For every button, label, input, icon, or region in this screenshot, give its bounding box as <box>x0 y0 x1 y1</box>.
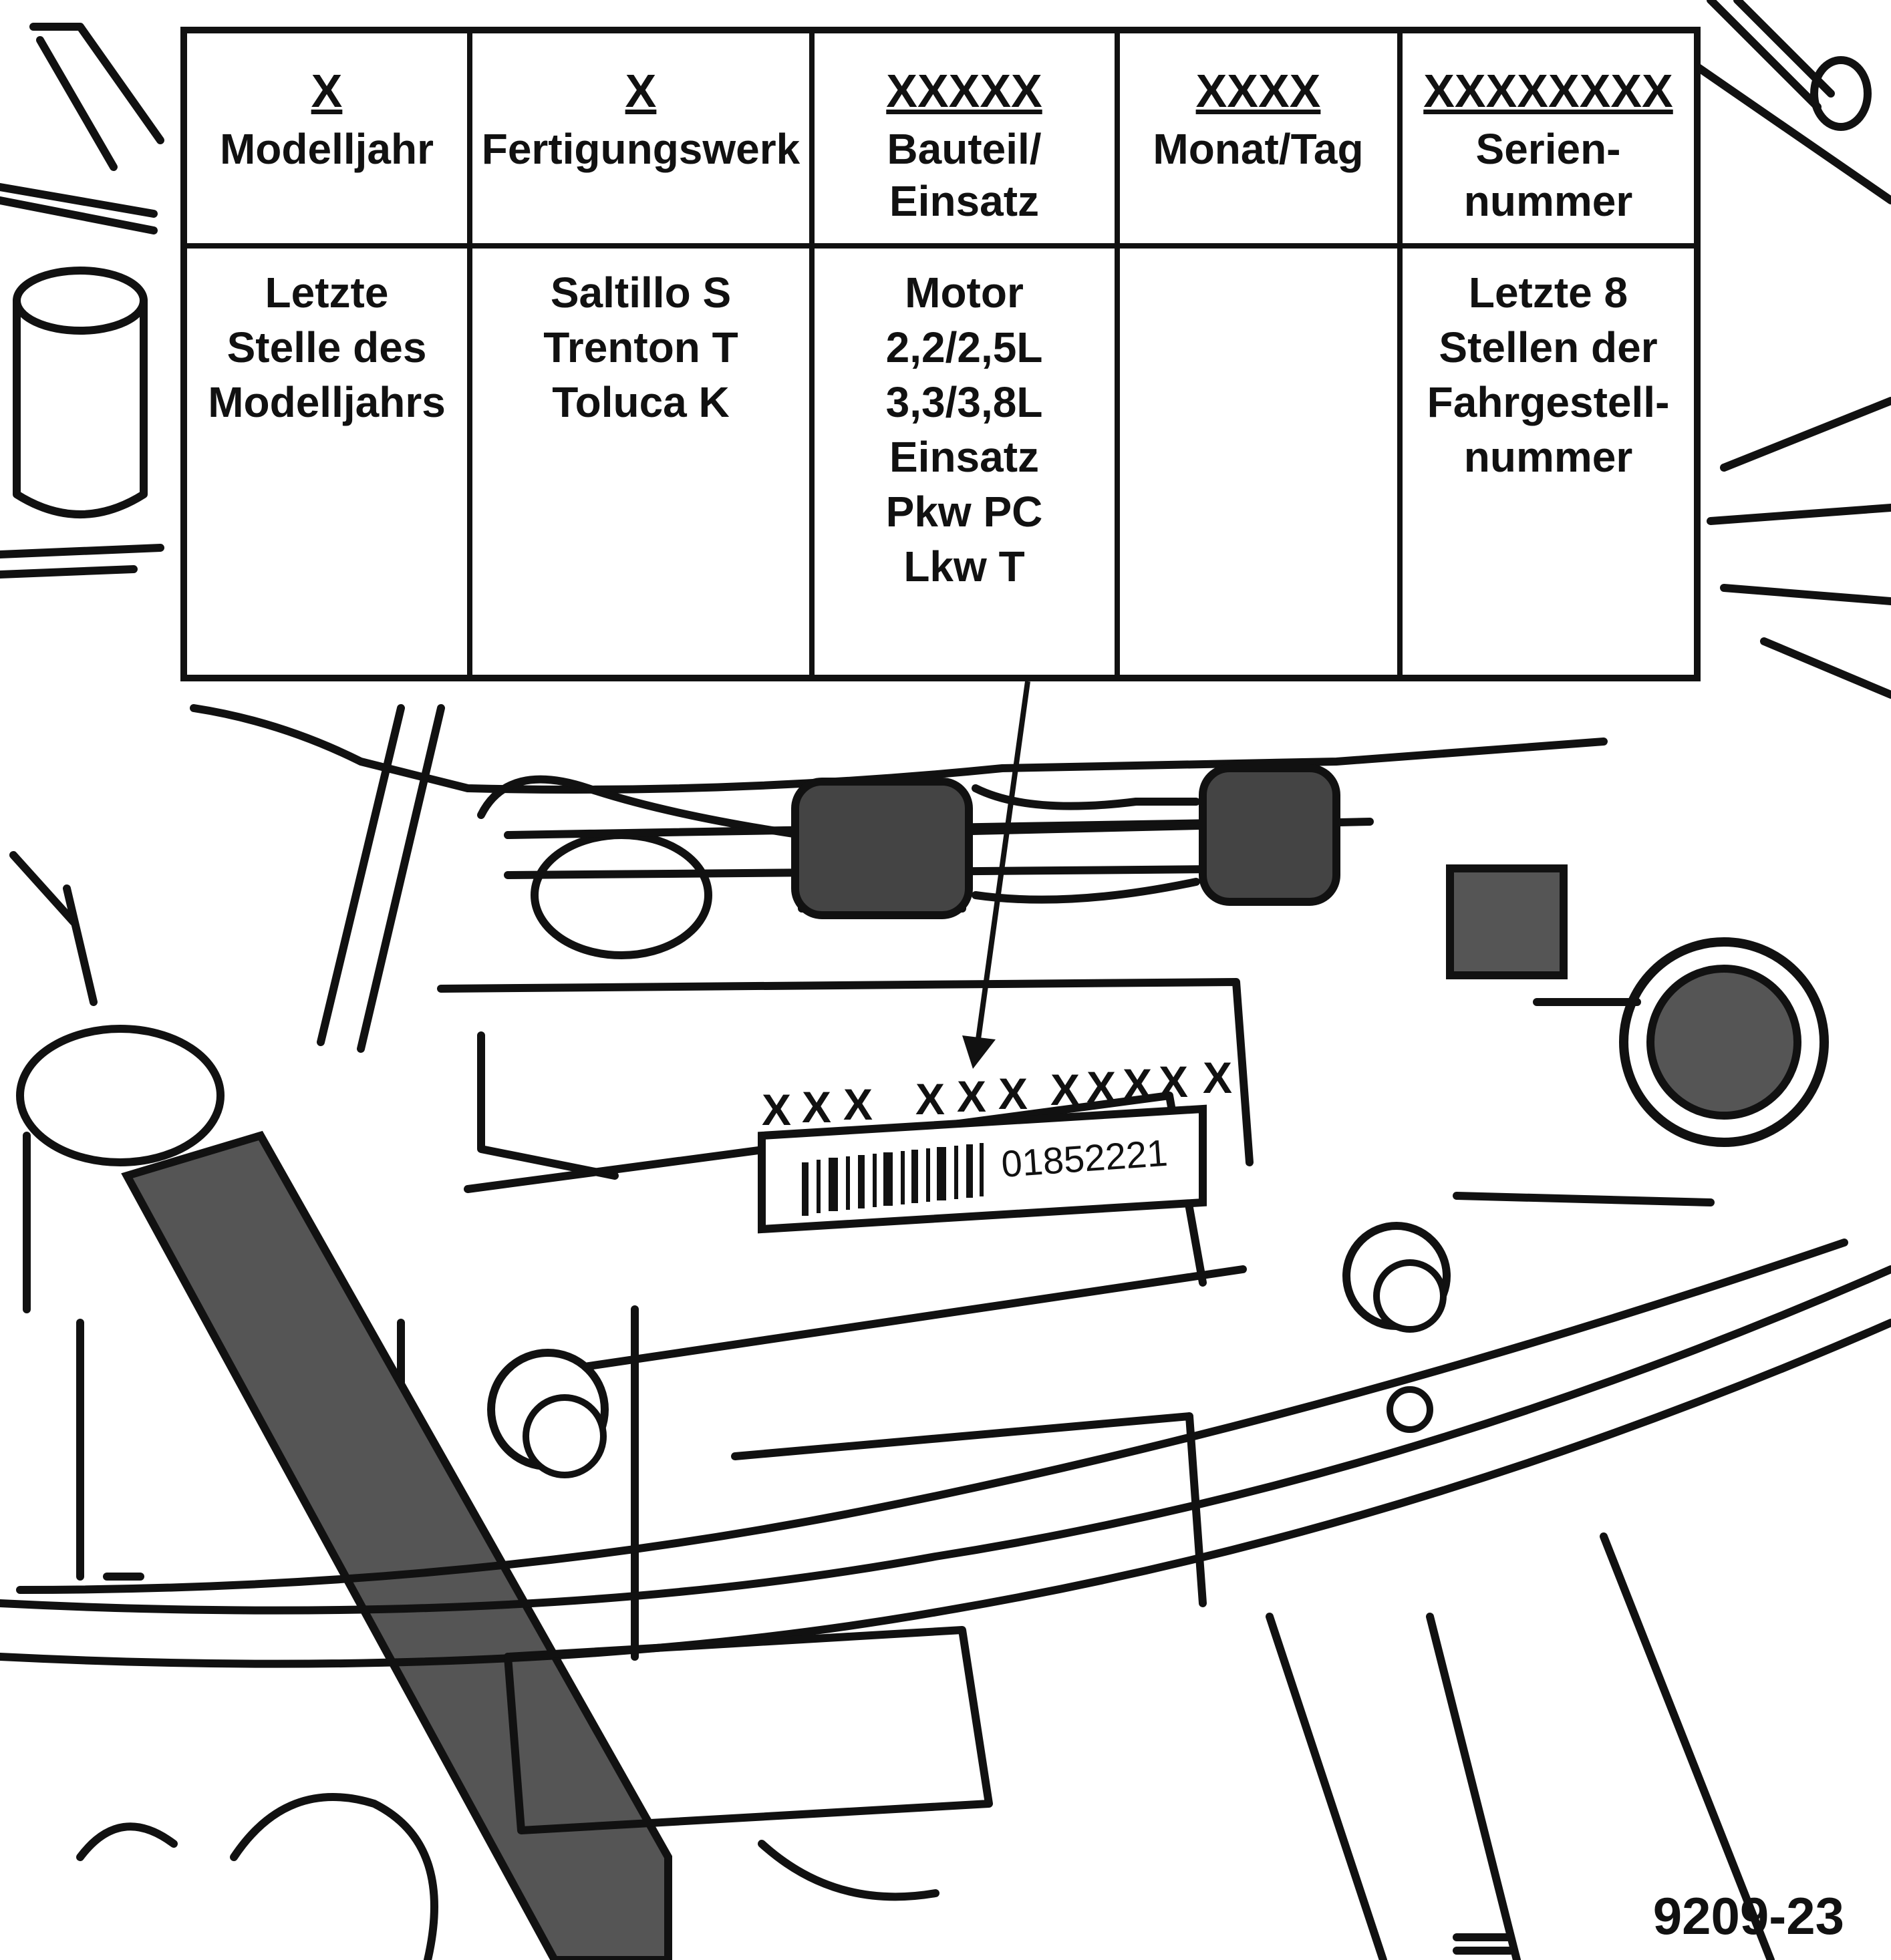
column-code: XXXX <box>1196 65 1321 117</box>
pointer-arrow <box>962 681 1030 1069</box>
barcode <box>802 1143 984 1216</box>
column-content: Letzte 8 <box>1469 269 1628 317</box>
column-code: X <box>311 65 343 117</box>
column-heading: Bauteil/ <box>887 125 1041 173</box>
plate-x-mark: X <box>1123 1059 1152 1109</box>
column-code: X <box>625 65 657 117</box>
plate-x-mark: X <box>915 1074 945 1124</box>
plate-x-mark: X <box>957 1072 986 1121</box>
column-content: Pkw PC <box>886 488 1043 536</box>
plate-x-mark: X <box>762 1085 791 1134</box>
column-heading: Serien- <box>1476 125 1621 173</box>
column-content: Modelljahrs <box>208 378 446 426</box>
column-heading: nummer <box>1464 177 1633 225</box>
column-content: 2,2/2,5L <box>886 323 1043 371</box>
plate-x-mark: X <box>1159 1057 1188 1106</box>
column-content: Stelle des <box>227 323 427 371</box>
figure-number: 9209-23 <box>1653 1887 1844 1945</box>
column-content: Letzte <box>265 269 389 317</box>
column-code: XXXXXXXX <box>1423 65 1673 117</box>
column-code: XXXXX <box>886 65 1042 117</box>
column-content: Lkw T <box>903 542 1024 591</box>
plate-x-mark: X <box>843 1080 873 1129</box>
column-content: 3,3/3,8L <box>886 378 1043 426</box>
plate-x-mark: X <box>998 1069 1028 1118</box>
column-content: Toluca K <box>552 378 730 426</box>
column-content: Trenton T <box>543 323 738 371</box>
column-heading: Einsatz <box>889 177 1039 225</box>
plate-x-mark: X <box>1203 1053 1232 1102</box>
plate-x-mark: X <box>1086 1062 1116 1112</box>
column-heading: Monat/Tag <box>1153 125 1363 173</box>
column-heading: Fertigungswerk <box>482 125 801 173</box>
column-content: Stellen der <box>1439 323 1657 371</box>
column-content: Einsatz <box>889 433 1039 481</box>
plate-x-mark: X <box>802 1082 831 1132</box>
column-content: Saltillo S <box>551 269 731 317</box>
column-heading: Modelljahr <box>220 125 434 173</box>
column-content: Fahrgestell- <box>1427 378 1670 426</box>
column-content: Motor <box>905 269 1024 317</box>
plate-x-mark: X <box>1050 1065 1080 1114</box>
column-content: nummer <box>1464 433 1633 481</box>
